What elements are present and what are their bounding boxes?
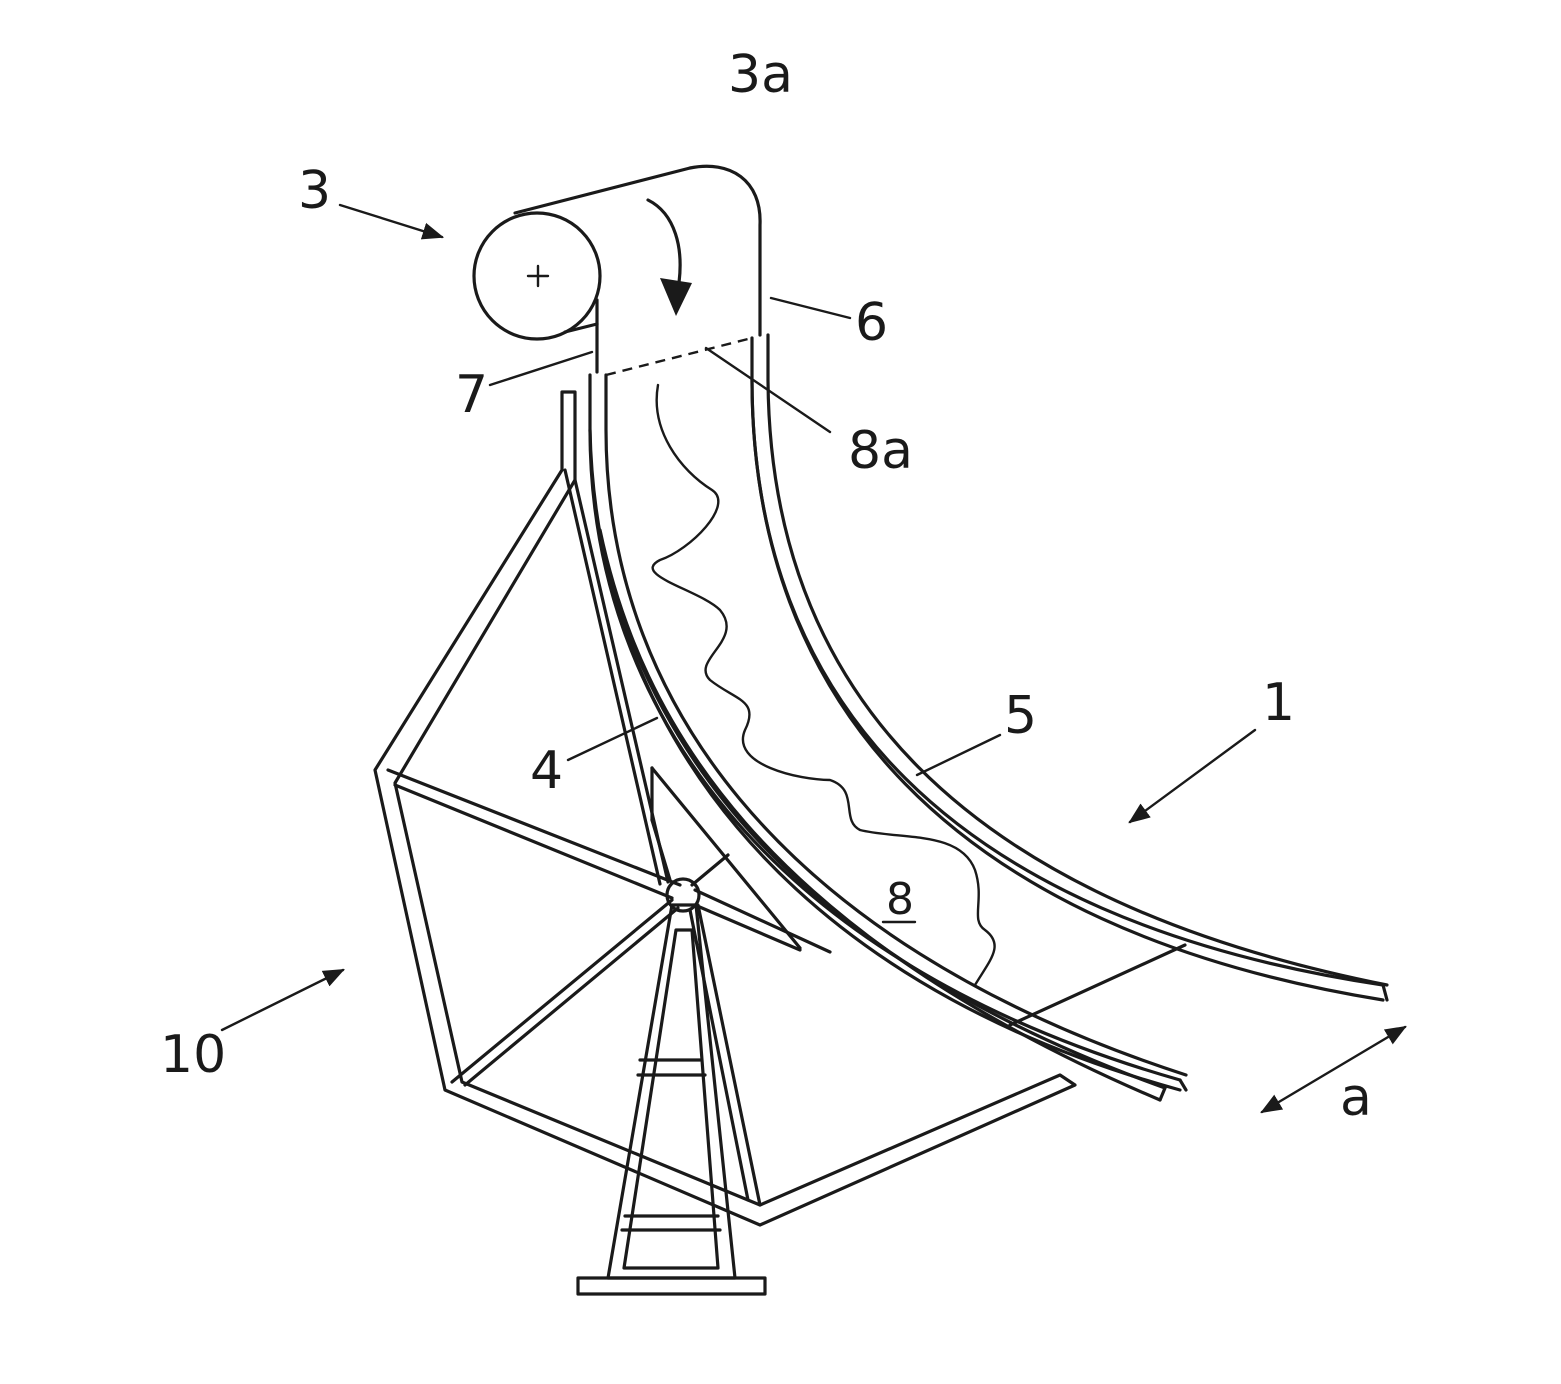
label-5: 5 (1004, 686, 1037, 746)
label-1: 1 (1262, 673, 1295, 733)
label-10: 10 (160, 1025, 226, 1085)
label-8: 8 (886, 874, 914, 925)
feed-chute (597, 166, 760, 372)
label-3a: 3a (728, 45, 793, 105)
label-3: 3 (298, 161, 331, 221)
label-4: 4 (530, 741, 563, 801)
flow-direction-arrow (660, 278, 692, 316)
label-6: 6 (855, 293, 888, 353)
label-8a: 8a (848, 421, 913, 481)
label-a: a (1340, 1068, 1372, 1128)
roller-drum (474, 168, 690, 339)
inlet-boundary-line (606, 338, 752, 375)
support-frame (375, 392, 1075, 1294)
label-7: 7 (455, 365, 488, 425)
